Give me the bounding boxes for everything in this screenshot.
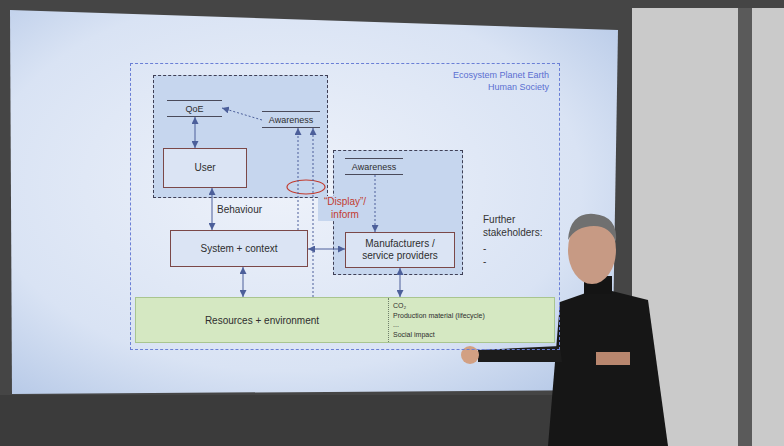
name-badge — [596, 352, 630, 365]
door-frame — [738, 8, 752, 446]
presenter-body — [548, 288, 668, 446]
flow-arrow — [195, 117, 196, 148]
note-label: Further stakeholders: — [483, 214, 555, 239]
node-text: ... — [393, 320, 554, 330]
frame-heading: Ecosystem Planet EarthHuman Society — [453, 69, 549, 93]
process-box: System + context — [170, 230, 308, 267]
data-store: Awareness — [345, 158, 403, 175]
node-text: System + context — [201, 243, 278, 255]
node-text: User — [194, 162, 215, 174]
node-text: Awareness — [269, 115, 313, 125]
dotted-arrow — [375, 175, 376, 232]
process-box: User — [163, 148, 247, 188]
node-text: Human Society — [453, 81, 549, 93]
data-store: Awareness — [262, 111, 320, 128]
user-group: QoE AwarenessUser — [153, 75, 328, 198]
node-text: CO₂ — [393, 301, 554, 311]
node-text: Manufacturers / service providers — [350, 238, 450, 262]
presenter-hair — [568, 214, 616, 242]
annotation-label: “Display”/ inform — [318, 196, 372, 221]
node-text: Social impact — [393, 330, 554, 340]
data-store: QoE — [167, 100, 222, 117]
band-main: Resources + environment — [136, 298, 388, 342]
process-box: Manufacturers / service providers — [345, 232, 455, 268]
projected-slide — [10, 10, 618, 394]
node-text: Production material (lifecycle) — [393, 311, 554, 321]
node-text: Resources + environment — [205, 315, 319, 326]
presenter-arm — [478, 346, 562, 362]
node-text: Ecosystem Planet Earth — [453, 69, 549, 81]
band-impact-list: CO₂Production material (lifecycle)...Soc… — [388, 298, 554, 342]
flow-arrow — [212, 188, 213, 230]
node-text: QoE — [185, 104, 203, 114]
node-text: Awareness — [352, 162, 396, 172]
flow-arrow — [400, 268, 401, 297]
flow-arrow — [308, 249, 345, 250]
room-floor — [0, 395, 640, 446]
edge-label: Behaviour — [217, 204, 262, 217]
resource-band: Resources + environment CO₂Production mat… — [135, 297, 555, 343]
note-label: - — [483, 243, 503, 256]
flow-arrow — [243, 267, 244, 297]
note-label: - — [483, 256, 503, 269]
presenter-hand — [461, 346, 479, 364]
